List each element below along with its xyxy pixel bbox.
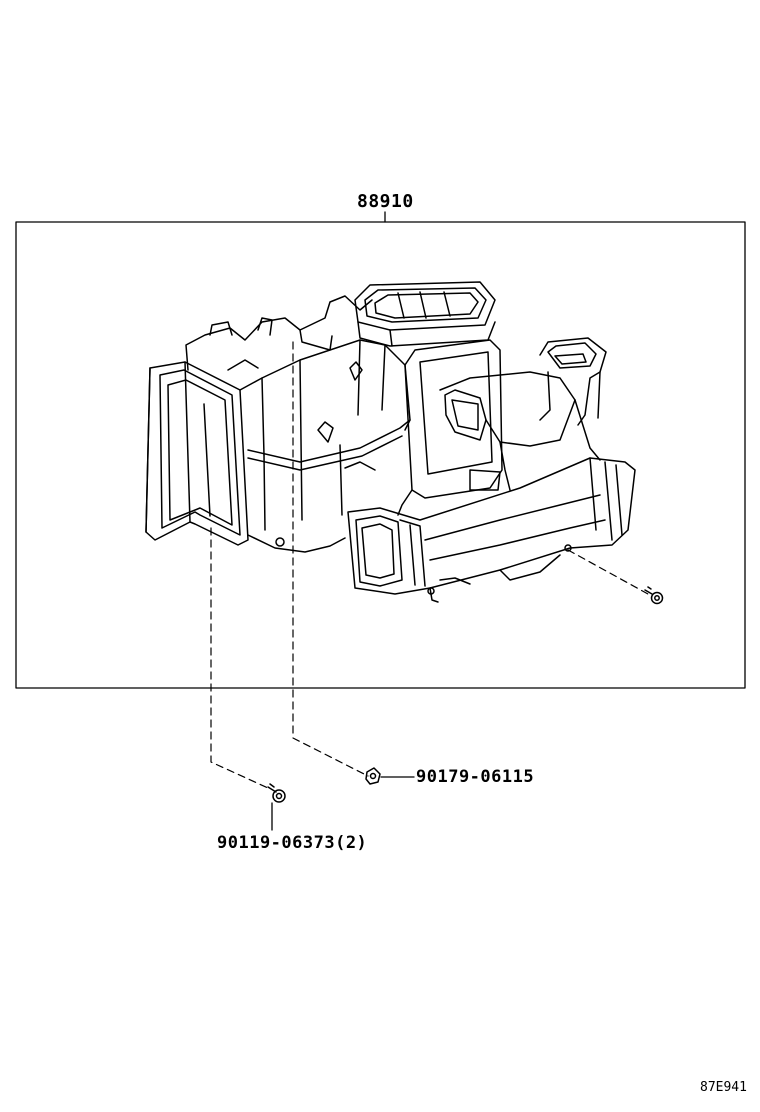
screw-fastener xyxy=(267,783,286,831)
assembly-part-number-label: 88910 xyxy=(357,191,414,212)
screw-leader-line xyxy=(210,527,269,789)
heater-unit-housing xyxy=(145,281,636,603)
assembly-boundary-box xyxy=(15,221,746,689)
bolt-leader-line xyxy=(567,549,649,595)
diagram-code-label: 87E941 xyxy=(700,1080,747,1095)
bolt-fastener xyxy=(644,586,664,605)
clip-leader-line xyxy=(292,341,369,777)
screw-part-number-label: 90119-06373(2) xyxy=(217,833,368,853)
leader-lines xyxy=(210,341,649,789)
clip-part-number-label: 90179-06115 xyxy=(416,767,535,787)
clip-fastener xyxy=(365,767,415,785)
